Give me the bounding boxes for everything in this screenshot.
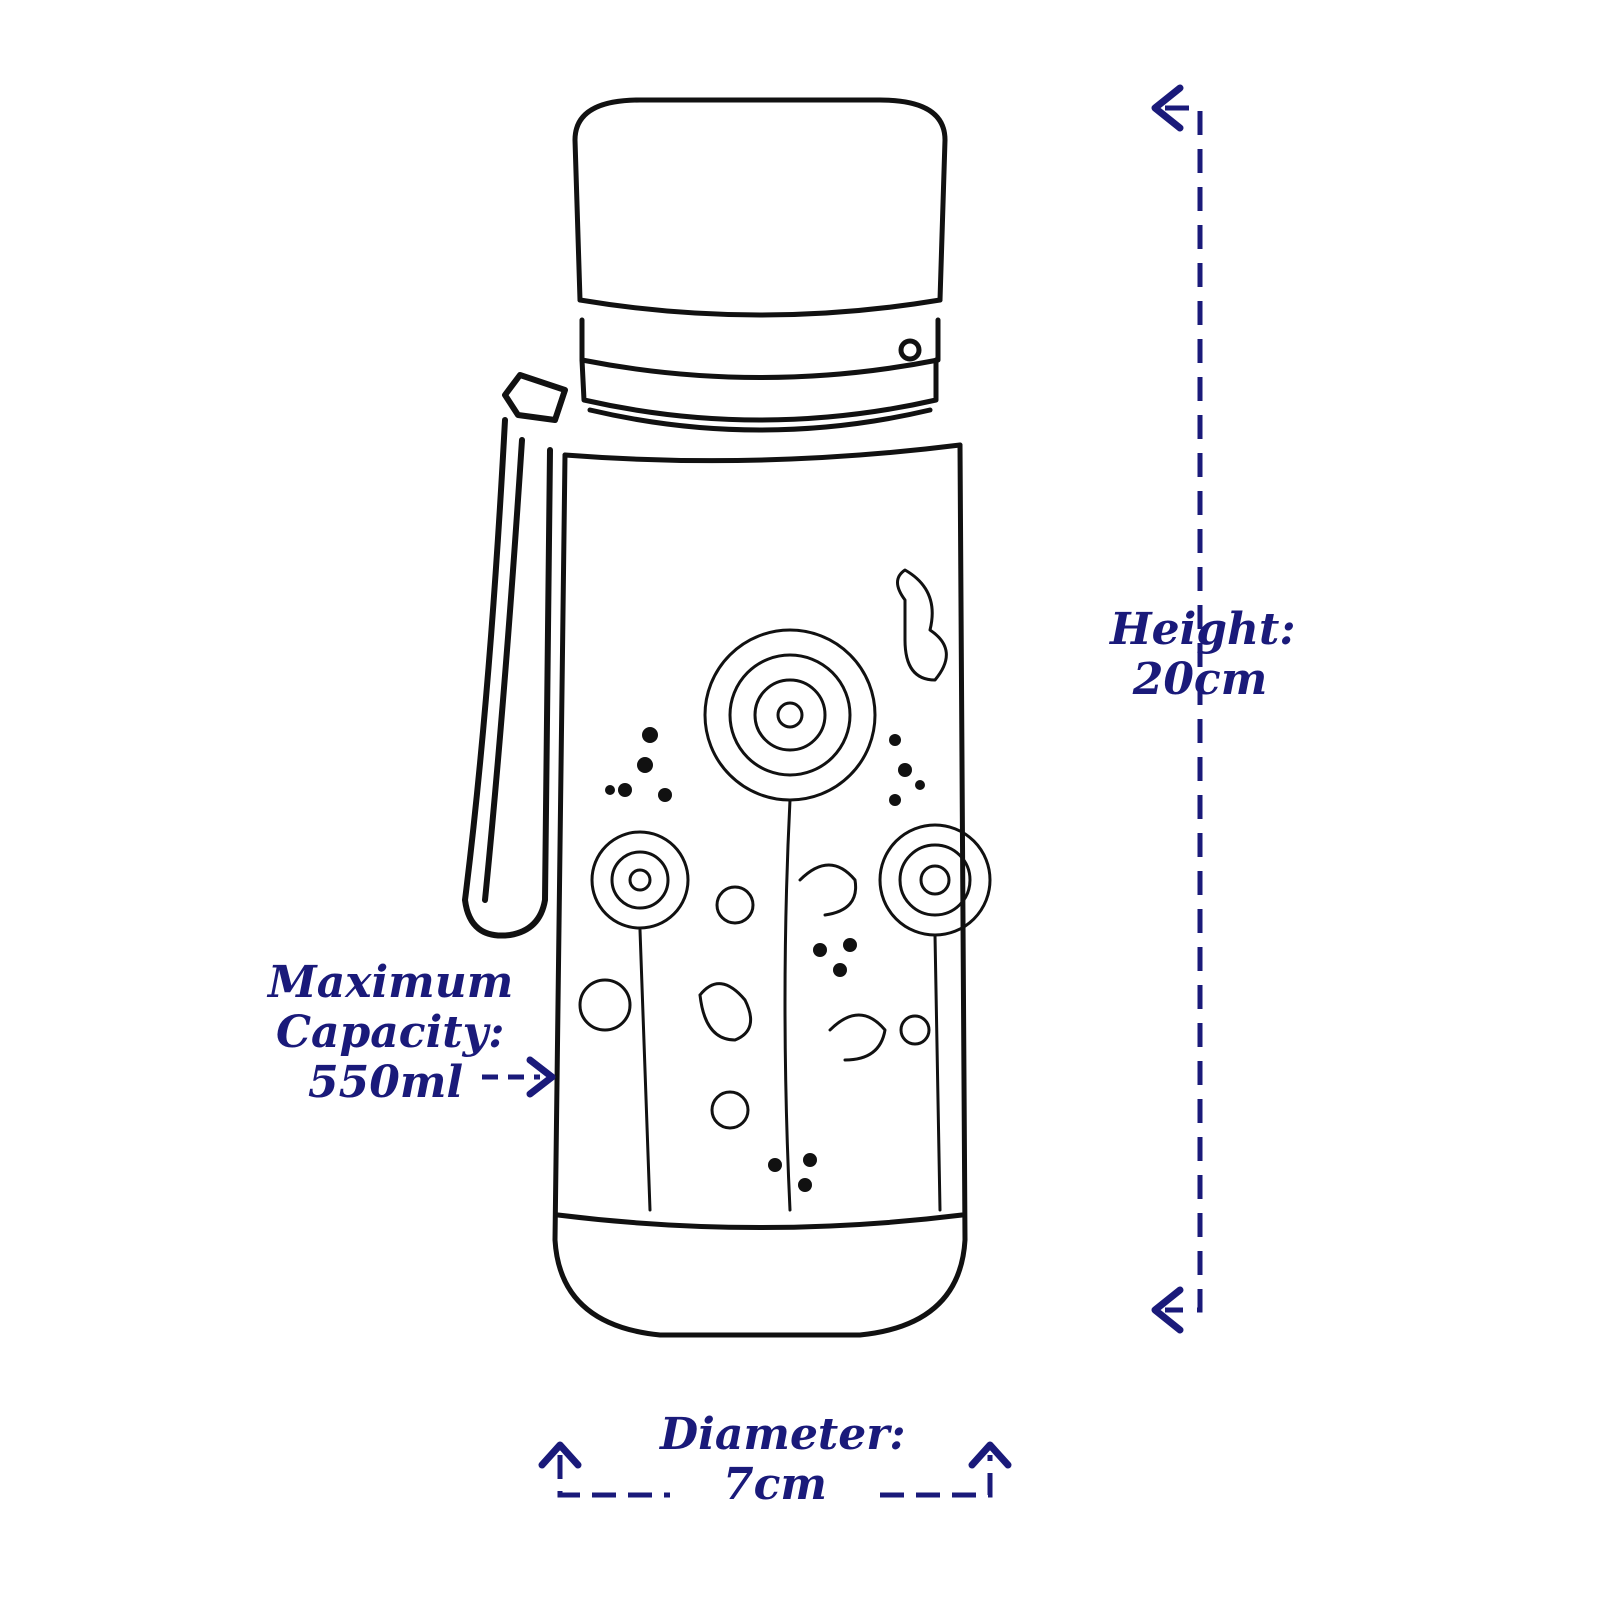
arrow-left-icon xyxy=(1151,84,1184,132)
height-annotation: Height: 20cm xyxy=(1110,604,1296,705)
arrow-right-icon xyxy=(526,1056,556,1098)
bottle-body xyxy=(552,442,968,1338)
height-label: Height: xyxy=(1110,604,1296,655)
height-dimension-line xyxy=(1151,84,1203,1334)
decorative-dots xyxy=(605,727,925,1192)
diameter-label: Diameter: xyxy=(660,1409,906,1460)
capacity-label-line2: Capacity: xyxy=(276,1007,505,1058)
capacity-label-line1: Maximum xyxy=(268,957,514,1008)
floral-pattern xyxy=(578,568,992,1212)
height-value: 20cm xyxy=(1132,654,1268,705)
arrow-left-icon xyxy=(1151,1286,1184,1334)
diameter-dimension-line xyxy=(538,1441,1012,1498)
diameter-annotation: Diameter: 7cm xyxy=(660,1409,906,1510)
bottle-cap xyxy=(572,97,948,433)
diameter-value: 7cm xyxy=(723,1459,827,1510)
capacity-annotation: Maximum Capacity: 550ml xyxy=(268,957,514,1108)
arrow-up-icon xyxy=(968,1441,1012,1469)
arrow-up-icon xyxy=(538,1441,582,1469)
bottle-strap xyxy=(462,372,568,939)
capacity-value: 550ml xyxy=(308,1057,464,1108)
capacity-pointer xyxy=(482,1056,556,1098)
